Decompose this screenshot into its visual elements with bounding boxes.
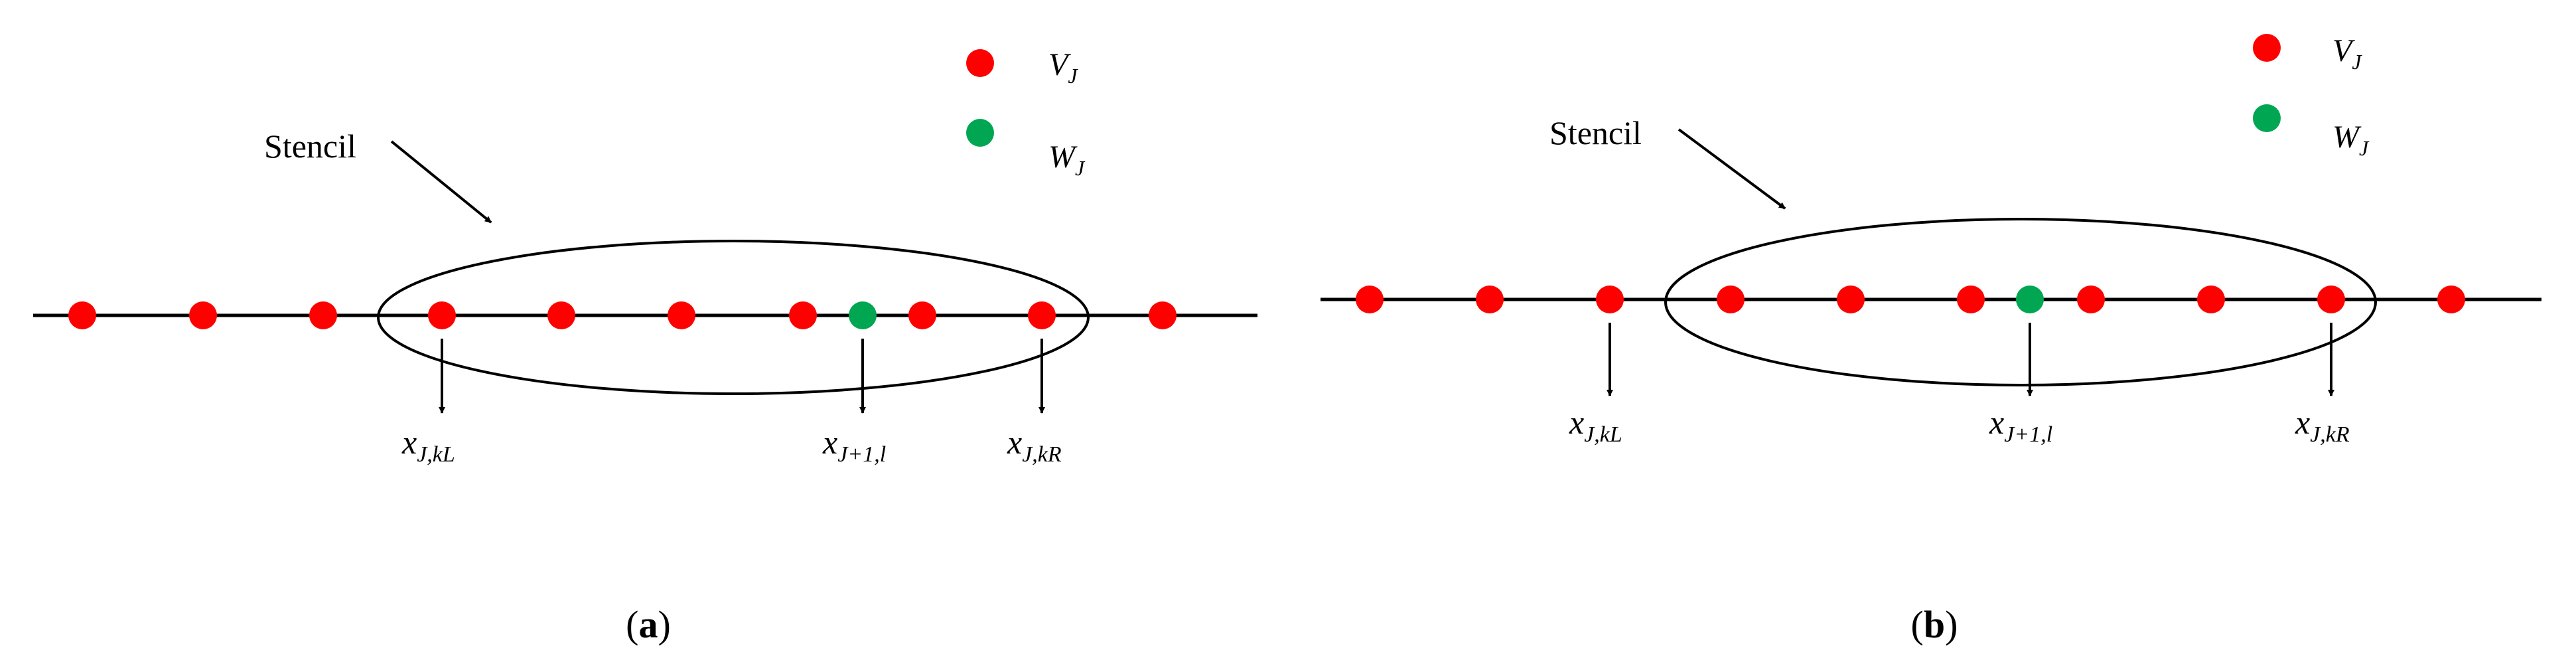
scaling-point — [547, 301, 575, 329]
scaling-point — [1356, 286, 1384, 313]
stencil-label-a: Stencil — [264, 127, 356, 165]
wavelet-point — [849, 301, 877, 329]
legend-b-vj-label: VJ — [2332, 33, 2362, 74]
legend-a: VJ WJ — [966, 47, 1086, 180]
legend-b: VJ WJ — [2253, 33, 2370, 160]
legend-a-vj-marker — [966, 49, 994, 77]
legend-b-wj-marker — [2253, 104, 2281, 132]
scaling-point — [908, 301, 936, 329]
points-a — [68, 301, 1177, 329]
scaling-point — [428, 301, 456, 329]
marker-label-b-l: xJ+1,l — [1989, 404, 2052, 447]
legend-b-wj-label: WJ — [2332, 120, 2370, 160]
marker-label-a-kl: xJ,kL — [401, 424, 455, 467]
panel-b: VJ WJ Stencil xJ,kL — [1321, 33, 2541, 646]
scaling-point — [1717, 286, 1745, 313]
stencil-ellipse-a — [377, 240, 1090, 395]
marker-label-a-kr: xJ,kR — [1007, 424, 1062, 467]
scaling-point — [2437, 286, 2465, 313]
legend-b-vj-marker — [2253, 34, 2281, 62]
marker-label-b-kr: xJ,kR — [2295, 404, 2350, 447]
scaling-point — [309, 301, 337, 329]
panel-caption-b: (b) — [1911, 603, 1958, 646]
stencil-ellipse-b — [1664, 218, 2377, 386]
scaling-point — [1837, 286, 1865, 313]
points-b — [1356, 286, 2465, 313]
scaling-point — [789, 301, 817, 329]
marker-label-a-l: xJ+1,l — [822, 424, 886, 467]
marker-label-b-kl: xJ,kL — [1569, 404, 1622, 447]
legend-a-wj-label: WJ — [1048, 139, 1086, 180]
scaling-point — [1957, 286, 1985, 313]
stencil-pointer-a — [390, 140, 492, 224]
wavelet-point — [2016, 286, 2044, 313]
scaling-point — [1149, 301, 1177, 329]
scaling-point — [1028, 301, 1056, 329]
scaling-point — [1476, 286, 1504, 313]
legend-a-wj-marker — [966, 119, 994, 147]
scaling-point — [668, 301, 695, 329]
scaling-point — [1596, 286, 1624, 313]
panel-a: VJ WJ Stencil xJ,kL — [33, 47, 1257, 646]
scaling-point — [2317, 286, 2345, 313]
scaling-point — [2077, 286, 2105, 313]
panel-caption-a: (a) — [626, 603, 671, 646]
scaling-point — [68, 301, 96, 329]
stencil-pointer-b — [1678, 128, 1786, 210]
scaling-point — [189, 301, 217, 329]
legend-a-vj-label: VJ — [1048, 47, 1078, 88]
scaling-point — [2197, 286, 2225, 313]
stencil-label-b: Stencil — [1549, 114, 1642, 151]
